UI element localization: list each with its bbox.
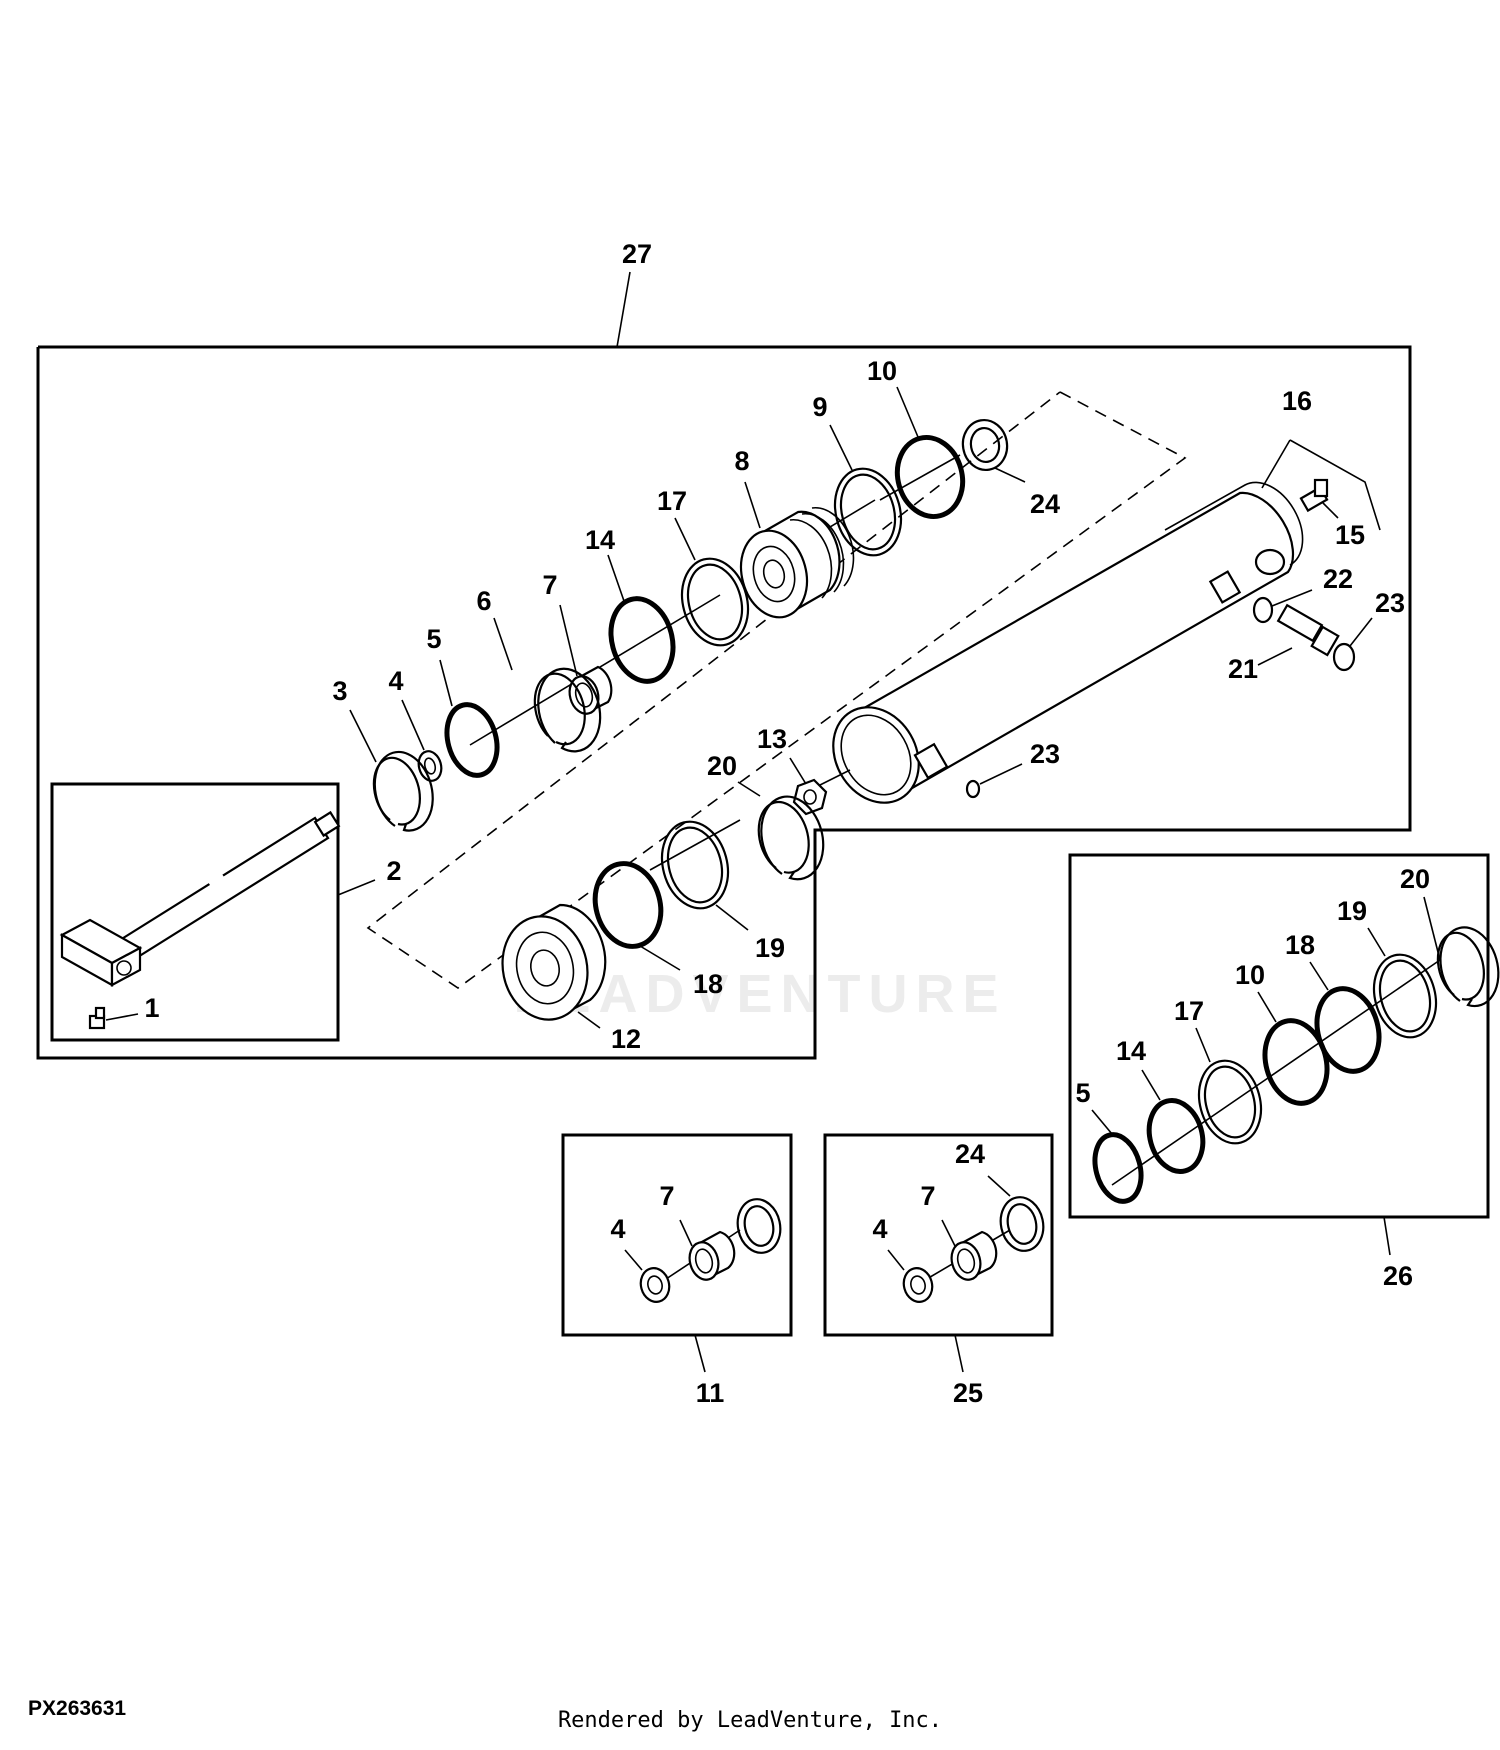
callout-27: 27 bbox=[622, 239, 652, 269]
callout-20: 20 bbox=[707, 751, 737, 781]
seal-5 bbox=[444, 702, 500, 778]
kit11-wiper-ring-24 bbox=[736, 1198, 782, 1254]
kit26-seal-14 bbox=[1146, 1098, 1206, 1174]
snap-ring-6 bbox=[537, 667, 602, 753]
alignment-dashed-outline bbox=[366, 391, 1187, 989]
callout-2: 2 bbox=[386, 856, 401, 886]
callout-10: 10 bbox=[867, 356, 897, 386]
kit25-callout-24: 24 bbox=[955, 1139, 985, 1169]
callout-7: 7 bbox=[542, 570, 557, 600]
kit26-ring-17 bbox=[1197, 1059, 1263, 1145]
hydraulic-fitting bbox=[1276, 603, 1340, 657]
rod-grease-fitting bbox=[88, 1006, 106, 1030]
callout-17: 17 bbox=[657, 486, 687, 516]
callout-21: 21 bbox=[1228, 654, 1258, 684]
kit-box-25 bbox=[823, 1133, 1054, 1337]
ring-17 bbox=[680, 557, 750, 647]
kit26-seal-10 bbox=[1262, 1018, 1330, 1106]
kit26-callout-20: 20 bbox=[1400, 864, 1430, 894]
ring-19 bbox=[660, 820, 730, 910]
kit-box-11 bbox=[561, 1133, 793, 1337]
callout-3: 3 bbox=[332, 676, 347, 706]
snap-ring-20 bbox=[760, 795, 825, 881]
wiper-4 bbox=[417, 750, 443, 782]
piston-12 bbox=[501, 903, 607, 1021]
kit11-callout-4: 4 bbox=[610, 1214, 625, 1244]
callout-5: 5 bbox=[426, 624, 441, 654]
kit25-callout-4: 4 bbox=[872, 1214, 887, 1244]
kit25-callout-7: 7 bbox=[920, 1181, 935, 1211]
seal-10 bbox=[894, 434, 966, 520]
gland-8 bbox=[739, 506, 855, 619]
callout-15: 15 bbox=[1335, 520, 1365, 550]
footer-credit: Rendered by LeadVenture, Inc. bbox=[557, 1708, 943, 1733]
callout-26: 26 bbox=[1383, 1261, 1413, 1291]
kit26-callout-5: 5 bbox=[1075, 1078, 1090, 1108]
callout-1: 1 bbox=[144, 993, 159, 1023]
callout-19: 19 bbox=[755, 933, 785, 963]
o-ring-23-upper bbox=[1332, 642, 1356, 672]
callout-8: 8 bbox=[734, 446, 749, 476]
callout-25: 25 bbox=[953, 1378, 983, 1408]
callout-22: 22 bbox=[1323, 564, 1353, 594]
o-ring-22 bbox=[1252, 596, 1274, 624]
ring-9 bbox=[833, 467, 903, 557]
callout-9: 9 bbox=[812, 392, 827, 422]
kit26-callout-19: 19 bbox=[1337, 896, 1367, 926]
callout-14: 14 bbox=[585, 525, 615, 555]
callout-23-lower: 23 bbox=[1030, 739, 1060, 769]
kit25-bushing-7 bbox=[950, 1230, 998, 1281]
o-ring-23-lower bbox=[965, 779, 981, 799]
nut-13 bbox=[792, 778, 828, 816]
diagram-id: PX263631 bbox=[28, 1697, 127, 1720]
kit26-snap-ring-20 bbox=[1439, 926, 1500, 1008]
piston-rod bbox=[59, 810, 341, 987]
kit25-wiper-4 bbox=[902, 1267, 934, 1303]
cylinder-barrel bbox=[832, 481, 1304, 804]
grease-fitting bbox=[1299, 478, 1329, 513]
rod-box-2 bbox=[50, 782, 340, 1042]
seal-18 bbox=[592, 861, 664, 949]
kit11-wiper-4 bbox=[639, 1267, 671, 1303]
kit26-callout-10: 10 bbox=[1235, 960, 1265, 990]
wiper-ring-24 bbox=[961, 418, 1009, 472]
kit11-callout-7: 7 bbox=[659, 1181, 674, 1211]
kit26-callout-18: 18 bbox=[1285, 930, 1315, 960]
callout-4: 4 bbox=[388, 666, 403, 696]
callout-16: 16 bbox=[1282, 386, 1312, 416]
callout-18: 18 bbox=[693, 969, 723, 999]
kit26-callout-14: 14 bbox=[1116, 1036, 1146, 1066]
kit26-ring-19 bbox=[1372, 953, 1438, 1039]
kit26-callout-17: 17 bbox=[1174, 996, 1204, 1026]
callout-13: 13 bbox=[757, 724, 787, 754]
kit26-seal-5 bbox=[1092, 1132, 1144, 1204]
callout-6: 6 bbox=[476, 586, 491, 616]
seal-14 bbox=[608, 596, 676, 684]
kit11-bushing-7 bbox=[688, 1230, 736, 1281]
callout-24: 24 bbox=[1030, 489, 1060, 519]
callout-23-upper: 23 bbox=[1375, 588, 1405, 618]
kit26-seal-18 bbox=[1314, 986, 1382, 1074]
bushing-7 bbox=[568, 665, 613, 715]
kit25-wiper-ring-24 bbox=[999, 1196, 1045, 1252]
callout-11: 11 bbox=[696, 1378, 725, 1408]
seal-kit-box-26 bbox=[1068, 853, 1490, 1219]
assembly-box-27 bbox=[36, 345, 1412, 1060]
callout-12: 12 bbox=[611, 1024, 641, 1054]
